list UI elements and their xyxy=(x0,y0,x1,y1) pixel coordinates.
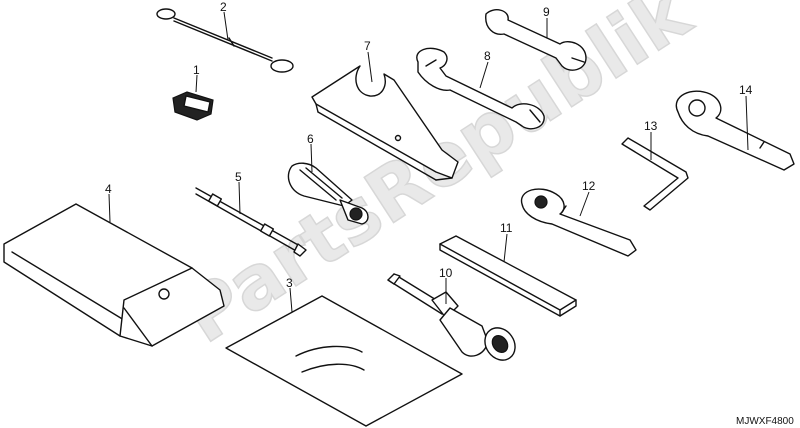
callout-10: 10 xyxy=(439,266,453,280)
part-14-large-box-wrench xyxy=(675,90,795,171)
part-3-manual xyxy=(225,295,463,427)
callout-7: 7 xyxy=(364,39,371,53)
callout-9: 9 xyxy=(543,5,550,19)
callout-4: 4 xyxy=(105,182,112,196)
part-11-flat-bar xyxy=(439,235,577,317)
callout-3: 3 xyxy=(286,276,293,290)
callout-8: 8 xyxy=(484,49,491,63)
part-2-wire xyxy=(156,8,294,73)
callout-13: 13 xyxy=(644,119,658,133)
callout-6: 6 xyxy=(307,132,314,146)
part-5-screwdriver-bit xyxy=(195,187,307,257)
leader-lines xyxy=(108,11,749,313)
part-7-pin-spanner xyxy=(311,65,459,181)
callout-5: 5 xyxy=(235,170,242,184)
part-1-clip xyxy=(172,91,214,121)
callout-1: 1 xyxy=(193,63,200,77)
callout-2: 2 xyxy=(220,0,227,14)
callout-11: 11 xyxy=(500,221,513,235)
part-9-small-wrench xyxy=(485,9,587,71)
callout-14: 14 xyxy=(739,83,753,97)
part-6-screwdriver-handle xyxy=(287,162,369,225)
part-12-box-wrench xyxy=(520,188,637,257)
part-8-open-wrench xyxy=(416,47,545,130)
part-13-hex-key xyxy=(621,137,689,211)
part-10-socket-wrench xyxy=(387,273,516,361)
callout-12: 12 xyxy=(582,179,596,193)
reference-code: MJWXF4800 xyxy=(736,416,794,427)
part-4-tool-bag xyxy=(3,203,225,347)
